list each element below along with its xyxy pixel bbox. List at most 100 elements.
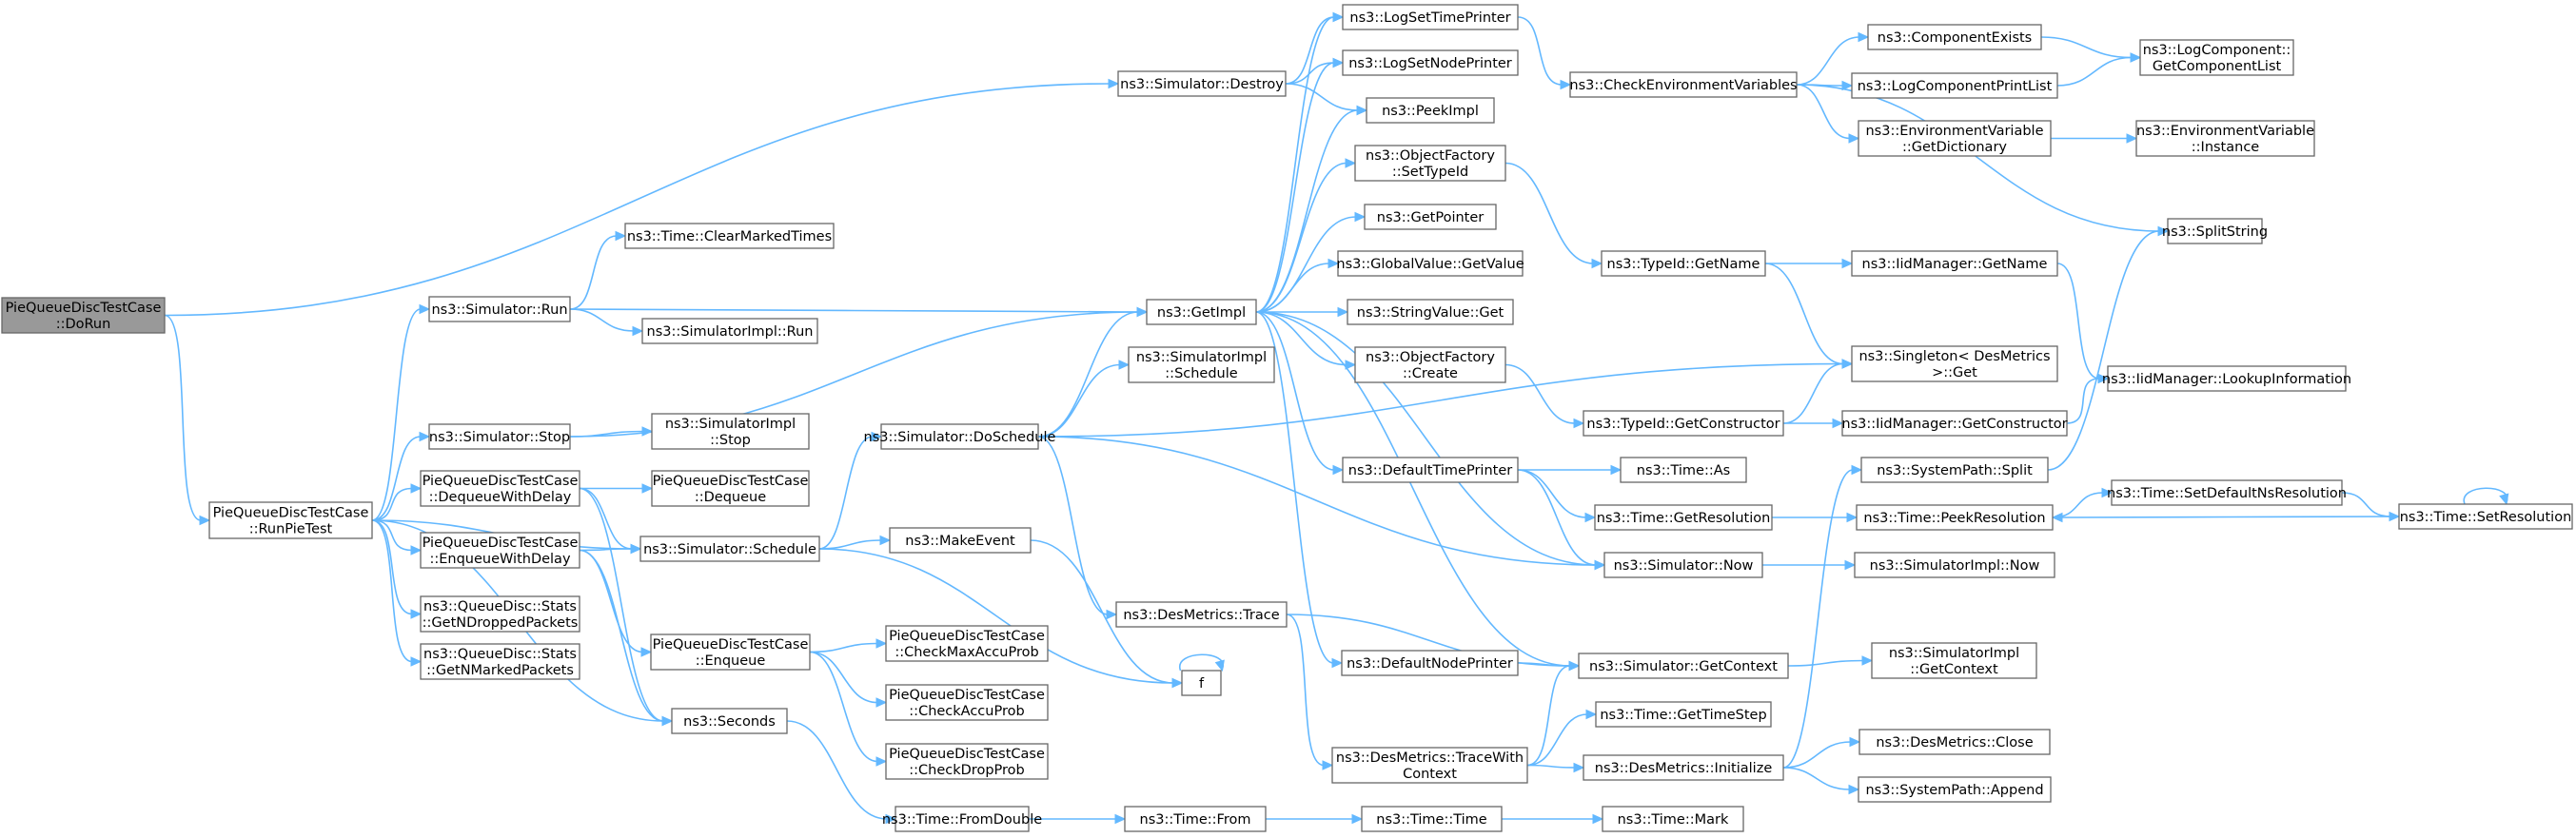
function-node-systempath-split[interactable]: ns3::SystemPath::Split <box>1860 457 2049 483</box>
function-node-globalvalue-getvalue[interactable]: ns3::GlobalValue::GetValue <box>1336 250 1524 277</box>
node-label: ns3::EnvironmentVariable <box>2136 124 2314 139</box>
function-node-time-fromdouble[interactable]: ns3::Time::FromDouble <box>882 806 1042 832</box>
function-node-sim-doschedule[interactable]: ns3::Simulator::DoSchedule <box>864 423 1056 450</box>
function-node-desmetrics-trace[interactable]: ns3::DesMetrics::Trace <box>1115 601 1288 628</box>
function-node-checkenvvars[interactable]: ns3::CheckEnvironmentVariables <box>1569 71 1798 98</box>
function-node-logsetnodeprinter[interactable]: ns3::LogSetNodePrinter <box>1342 49 1519 76</box>
node-box <box>2398 503 2573 530</box>
function-node-time-from[interactable]: ns3::Time::From <box>1124 806 1267 832</box>
function-node-dequeue-delay[interactable]: PieQueueDiscTestCase::DequeueWithDelay <box>420 470 580 507</box>
function-node-pie-dequeue[interactable]: PieQueueDiscTestCase::Dequeue <box>651 470 810 507</box>
call-edge <box>579 487 642 555</box>
edge-arrowhead <box>1114 813 1127 825</box>
call-edge <box>1517 469 1606 571</box>
function-node-defaulttimeprinter[interactable]: ns3::DefaultTimePrinter <box>1342 457 1519 483</box>
function-node-time-gettimestep[interactable]: ns3::Time::GetTimeStep <box>1595 701 1772 728</box>
function-node-dorun[interactable]: PieQueueDiscTestCase::DoRun <box>1 297 166 334</box>
function-node-time-getresolution[interactable]: ns3::Time::GetResolution <box>1594 504 1773 531</box>
call-edge <box>1030 539 1184 689</box>
node-box <box>1867 24 2042 50</box>
function-node-simimpl-now[interactable]: ns3::SimulatorImpl::Now <box>1854 552 2055 578</box>
node-box <box>1128 346 1275 383</box>
function-node-splitstring[interactable]: ns3::SplitString <box>2162 218 2268 244</box>
function-node-objfactory-create[interactable]: ns3::ObjectFactory::Create <box>1354 346 1506 383</box>
function-node-time-clearmarked[interactable]: ns3::Time::ClearMarkedTimes <box>624 223 835 249</box>
node-label: GetComponentList <box>2153 59 2282 74</box>
function-node-logcomponentprintlist[interactable]: ns3::LogComponentPrintList <box>1851 72 2058 99</box>
call-edge <box>1787 655 1874 667</box>
function-node-time-peekresolution[interactable]: ns3::Time::PeekResolution <box>1856 504 2054 531</box>
call-edge <box>1255 11 1345 313</box>
function-node-stats-dropped[interactable]: ns3::QueueDisc::Stats::GetNDroppedPacket… <box>420 595 580 633</box>
function-node-typeid-getconstructor[interactable]: ns3::TypeId::GetConstructor <box>1583 410 1784 437</box>
edge-line <box>1030 539 1174 684</box>
edge-arrowhead <box>1851 464 1863 476</box>
call-edge <box>1502 813 1604 825</box>
function-node-simimpl-run[interactable]: ns3::SimulatorImpl::Run <box>641 318 818 344</box>
function-node-sim-getcontext[interactable]: ns3::Simulator::GetContext <box>1578 653 1789 679</box>
function-node-sim-stop[interactable]: ns3::Simulator::Stop <box>428 423 571 450</box>
function-node-systempath-append[interactable]: ns3::SystemPath::Append <box>1858 776 2052 803</box>
function-node-sim-schedule[interactable]: ns3::Simulator::Schedule <box>639 536 820 562</box>
edge-line <box>569 308 635 332</box>
function-node-pie-enqueue[interactable]: PieQueueDiscTestCase::Enqueue <box>650 633 811 671</box>
edge-line <box>2056 56 2133 87</box>
function-node-getpointer[interactable]: ns3::GetPointer <box>1364 204 1497 230</box>
node-box <box>1347 299 1514 325</box>
function-node-sim-now[interactable]: ns3::Simulator::Now <box>1603 552 1763 578</box>
function-node-checkmaxaccu[interactable]: PieQueueDiscTestCase::CheckMaxAccuProb <box>885 625 1049 662</box>
function-node-runpietest[interactable]: PieQueueDiscTestCase::RunPieTest <box>208 501 373 539</box>
function-node-checkdrop[interactable]: PieQueueDiscTestCase::CheckDropProb <box>885 743 1049 780</box>
function-node-envvar-getdictionary[interactable]: ns3::EnvironmentVariable::GetDictionary <box>1858 120 2052 157</box>
function-node-time-as[interactable]: ns3::Time::As <box>1620 457 1747 483</box>
function-node-f[interactable]: f <box>1181 670 1222 696</box>
node-label: ::Schedule <box>1165 366 1237 381</box>
function-node-componentexists[interactable]: ns3::ComponentExists <box>1867 24 2042 50</box>
function-node-envvar-instance[interactable]: ns3::EnvironmentVariable::Instance <box>2135 120 2315 157</box>
edge-arrowhead <box>1844 559 1857 571</box>
function-node-seconds[interactable]: ns3::Seconds <box>671 708 788 734</box>
function-node-makeevent[interactable]: ns3::MakeEvent <box>889 527 1032 554</box>
node-label: ns3::GetPointer <box>1377 210 1485 225</box>
call-edge <box>371 483 423 521</box>
call-edge <box>569 230 627 310</box>
function-node-iidmanager-getname[interactable]: ns3::IidManager::GetName <box>1851 250 2058 277</box>
function-node-enqueue-delay[interactable]: PieQueueDiscTestCase::EnqueueWithDelay <box>420 532 580 569</box>
node-label: ns3::Time::ClearMarkedTimes <box>627 229 832 244</box>
function-node-checkaccu[interactable]: PieQueueDiscTestCase::CheckAccuProb <box>885 684 1049 721</box>
function-node-peekimpl[interactable]: ns3::PeekImpl <box>1366 97 1495 124</box>
call-edge <box>1255 311 1357 370</box>
call-edges <box>164 11 2509 825</box>
function-node-sim-run[interactable]: ns3::Simulator::Run <box>428 296 571 322</box>
function-node-getimpl[interactable]: ns3::GetImpl <box>1146 299 1257 325</box>
call-edge <box>1782 464 1863 769</box>
function-node-defaultnodeprinter[interactable]: ns3::DefaultNodePrinter <box>1341 650 1519 676</box>
function-node-time-time[interactable]: ns3::Time::Time <box>1361 806 1503 832</box>
function-node-stats-marked[interactable]: ns3::QueueDisc::Stats::GetNMarkedPackets <box>420 643 580 680</box>
edge-line <box>1764 263 1844 365</box>
function-node-logcomponent-getlist[interactable]: ns3::LogComponent::GetComponentList <box>2139 39 2294 76</box>
call-edge <box>1029 813 1127 825</box>
function-node-time-setdefaultns[interactable]: ns3::Time::SetDefaultNsResolution <box>2107 479 2347 506</box>
node-box <box>420 532 580 569</box>
function-node-sim-destroy[interactable]: ns3::Simulator::Destroy <box>1117 70 1287 97</box>
function-node-simimpl-schedule[interactable]: ns3::SimulatorImpl::Schedule <box>1128 346 1275 383</box>
node-box <box>1620 457 1747 483</box>
function-node-simimpl-stop[interactable]: ns3::SimulatorImpl::Stop <box>651 413 810 450</box>
function-node-desmetrics-initialize[interactable]: ns3::DesMetrics::Initialize <box>1583 754 1784 781</box>
function-node-typeid-getname[interactable]: ns3::TypeId::GetName <box>1601 250 1766 277</box>
function-node-singleton-get[interactable]: ns3::Singleton< DesMetrics >::Get <box>1851 345 2058 382</box>
edge-line <box>818 548 1174 684</box>
function-node-logsettimeprinter[interactable]: ns3::LogSetTimePrinter <box>1342 4 1519 30</box>
function-node-time-mark[interactable]: ns3::Time::Mark <box>1602 806 1744 832</box>
edge-line <box>579 549 643 653</box>
function-node-time-setresolution[interactable]: ns3::Time::SetResolution <box>2398 503 2573 530</box>
function-node-stringvalue-get[interactable]: ns3::StringValue::Get <box>1347 299 1514 325</box>
function-node-iidmanager-getconstructor[interactable]: ns3::IidManager::GetConstructor <box>1841 410 2068 437</box>
function-node-simimpl-getcontext[interactable]: ns3::SimulatorImpl::GetContext <box>1871 642 2037 679</box>
function-node-desmetrics-close[interactable]: ns3::DesMetrics::Close <box>1858 729 2051 755</box>
function-node-objfactory-settypeid[interactable]: ns3::ObjectFactory::SetTypeId <box>1354 145 1506 182</box>
function-node-iidmanager-lookup[interactable]: ns3::IidManager::LookupInformation <box>2102 365 2351 392</box>
node-label: ns3::IidManager::LookupInformation <box>2102 372 2351 387</box>
